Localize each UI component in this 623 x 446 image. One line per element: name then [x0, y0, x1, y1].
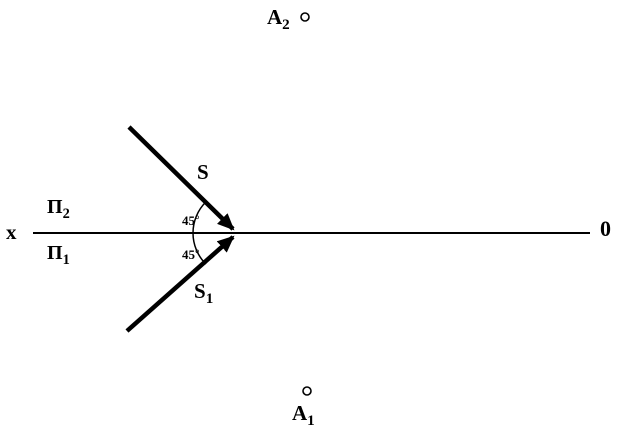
plane-pi1-base: П [47, 242, 63, 264]
point-a1-label: A1 [292, 401, 315, 429]
point-a1-base: A [292, 401, 308, 425]
point-a2-marker [300, 12, 310, 22]
point-a1-sub: 1 [307, 413, 315, 430]
point-a1-marker [302, 386, 312, 396]
ray-s-base: S [197, 160, 209, 184]
plane-pi2-label: П2 [47, 196, 70, 221]
plane-pi1-sub: 1 [62, 252, 70, 268]
plane-pi1-label: П1 [47, 242, 70, 267]
x-axis-label: x [6, 222, 17, 243]
angle-lower-degree-sign: ° [195, 248, 200, 261]
plane-pi2-base: П [47, 196, 63, 218]
angle-upper-value: 45 [182, 213, 195, 228]
ray-s-label: S [197, 162, 209, 183]
angle-upper-degree-sign: ° [195, 214, 200, 227]
ray-s1-label: S1 [194, 279, 213, 307]
angle-upper-label: 45° [182, 214, 199, 227]
angle-lower-value: 45 [182, 247, 195, 262]
axis-zero-label: 0 [600, 218, 611, 240]
ray-s-line [127, 125, 235, 231]
ray-s1-base: S [194, 279, 206, 303]
point-a2-base: A [267, 5, 283, 29]
x-axis-label-text: x [6, 220, 17, 244]
axis-zero-label-text: 0 [600, 216, 611, 241]
point-a2-label: A2 [267, 5, 290, 33]
ray-s1-line [125, 235, 235, 333]
plane-pi2-sub: 2 [62, 206, 70, 222]
angle-lower-label: 45° [182, 248, 199, 261]
point-a2-sub: 2 [282, 17, 290, 34]
ray-s1-sub: 1 [205, 291, 214, 308]
